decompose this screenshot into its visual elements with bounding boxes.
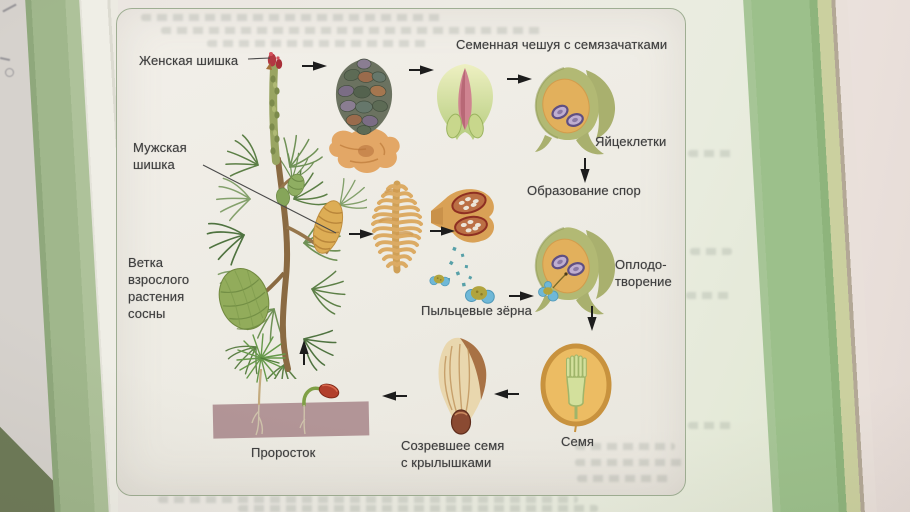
label-fertilization: Оплодо- творение bbox=[615, 257, 672, 289]
pollen-sac bbox=[451, 191, 487, 215]
pollen-sac bbox=[454, 215, 488, 237]
seedling-stem bbox=[257, 368, 263, 406]
label-pollen-grains: Пыльцевые зёрна bbox=[421, 303, 532, 318]
label-seedling: Проросток bbox=[251, 445, 316, 460]
pollen-grain bbox=[429, 274, 450, 287]
egg-cell bbox=[551, 254, 569, 270]
winged-seed-illustration bbox=[438, 337, 487, 435]
seedling-roots bbox=[251, 404, 264, 436]
label-male-cone: Мужская шишка bbox=[133, 140, 187, 172]
ovule bbox=[468, 113, 484, 139]
seedling-soil-illustration bbox=[212, 333, 370, 439]
ovule-with-egg-cells-illustration bbox=[534, 67, 616, 155]
pollen-grain bbox=[538, 281, 559, 302]
handwriting-mark bbox=[5, 68, 14, 77]
label-seed: Семя bbox=[561, 434, 594, 449]
egg-cell bbox=[551, 104, 569, 120]
arrow-left-icon bbox=[382, 391, 407, 401]
young-shoot bbox=[269, 63, 280, 165]
falling-pollen bbox=[446, 246, 473, 287]
young-female-cones-red bbox=[266, 52, 283, 70]
label-spore-formation: Образование спор bbox=[527, 183, 641, 198]
arrow-left-icon bbox=[494, 389, 519, 399]
fertilization-illustration bbox=[534, 227, 616, 315]
sporangium-pollen-illustration bbox=[429, 189, 495, 304]
egg-cell bbox=[566, 113, 584, 127]
young-green-cone bbox=[218, 268, 270, 330]
label-female-cone: Женская шишка bbox=[139, 53, 239, 68]
seed-illustration bbox=[540, 343, 612, 433]
male-cone-section-illustration bbox=[371, 180, 423, 274]
ovule bbox=[446, 113, 462, 139]
germinating-seed bbox=[299, 383, 340, 435]
handwriting-mark bbox=[2, 3, 17, 13]
soil-bar bbox=[212, 401, 370, 439]
label-mature-winged-seed: Созревшее семя с крылышками bbox=[401, 438, 505, 470]
pollen-grain bbox=[464, 286, 495, 304]
embryo bbox=[566, 354, 587, 419]
arrow-right-icon bbox=[507, 74, 532, 84]
diagram-panel: Женская шишка Мужская шишка Ветка взросл… bbox=[116, 8, 686, 496]
label-adult-branch: Ветка взрослого растения сосны bbox=[128, 255, 190, 321]
seed-scale-illustration bbox=[437, 64, 493, 140]
mature-female-cone-illustration bbox=[329, 58, 400, 173]
label-seed-scale-with-ovules: Семенная чешуя с семязачатками bbox=[456, 37, 668, 52]
label-egg-cells: Яйцеклетки bbox=[595, 134, 667, 149]
handwriting-mark bbox=[0, 56, 11, 62]
egg-cell bbox=[567, 262, 585, 276]
seedling-needle-crown bbox=[236, 333, 286, 383]
seed-kernel bbox=[450, 409, 472, 435]
